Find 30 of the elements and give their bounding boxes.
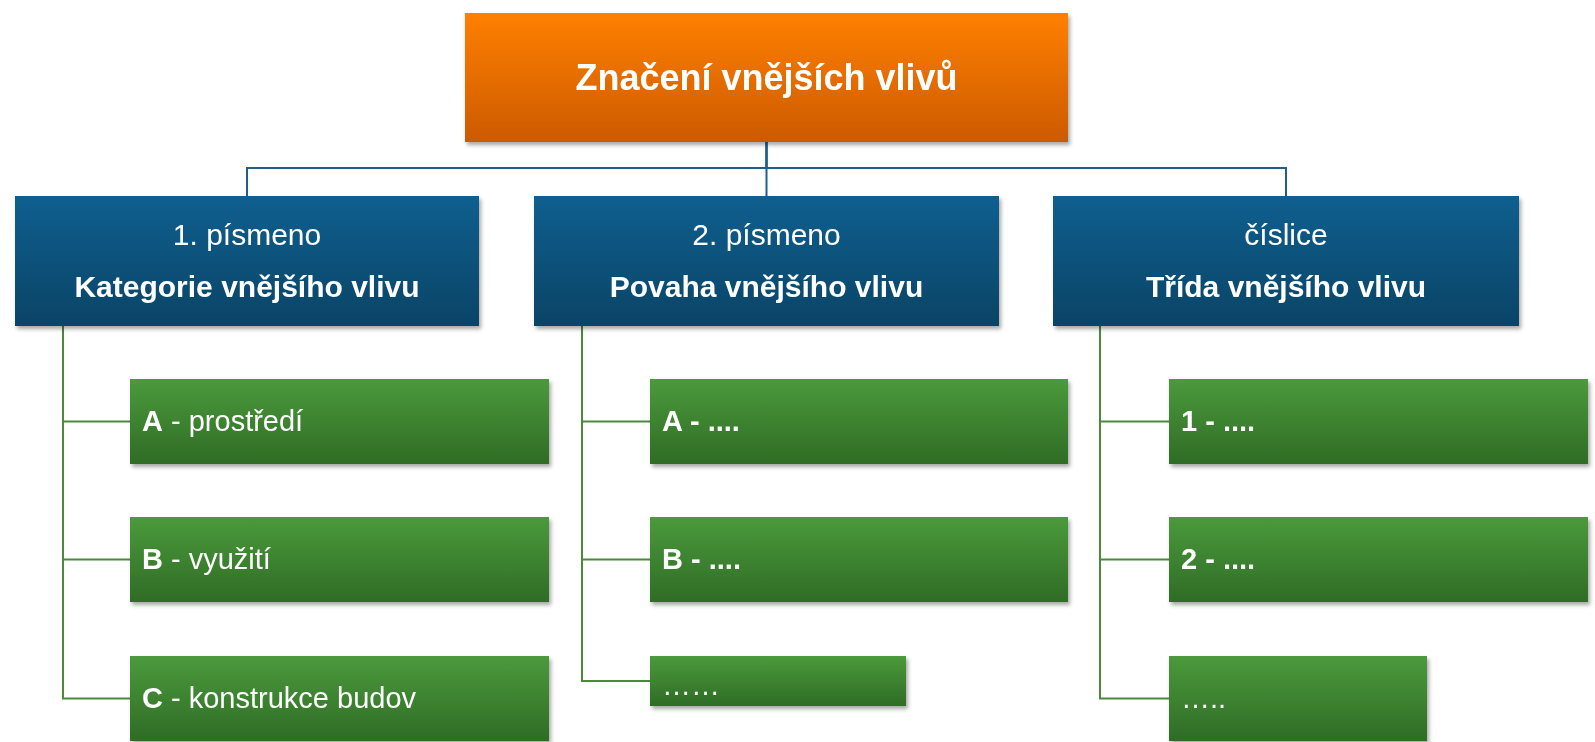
category-label: Kategorie vnějšího vlivu bbox=[74, 270, 420, 304]
position-label: 2. písmeno bbox=[692, 218, 841, 252]
box-label: A - prostředí bbox=[142, 405, 304, 438]
item-box bbox=[1169, 656, 1427, 741]
item-box bbox=[650, 379, 1068, 464]
item-box bbox=[130, 379, 549, 464]
item-box bbox=[130, 517, 549, 602]
box-label: …… bbox=[662, 669, 720, 702]
position-label: 1. písmeno bbox=[172, 218, 322, 252]
category-box bbox=[1053, 196, 1519, 326]
category-box bbox=[15, 196, 479, 326]
box-label: Značení vnějších vlivů bbox=[575, 56, 958, 99]
box-label: A - .... bbox=[662, 405, 740, 438]
box-label: B - využití bbox=[142, 543, 271, 576]
item-box bbox=[1169, 379, 1588, 464]
category-label: Povaha vnějšího vlivu bbox=[609, 270, 924, 304]
title-box bbox=[465, 13, 1068, 142]
box-label: 2 - .... bbox=[1181, 543, 1256, 576]
category-box bbox=[534, 196, 999, 326]
box-label: 1 - .... bbox=[1181, 405, 1256, 438]
item-box bbox=[650, 517, 1068, 602]
box-label: ….. bbox=[1181, 682, 1227, 715]
category-label: Třída vnějšího vlivu bbox=[1145, 270, 1427, 304]
box-label: B - .... bbox=[662, 543, 741, 576]
position-label: číslice bbox=[1244, 218, 1328, 252]
item-box bbox=[650, 656, 906, 706]
item-box bbox=[1169, 517, 1588, 602]
connector-line bbox=[765, 141, 1287, 197]
box-label: C - konstrukce budov bbox=[142, 682, 417, 715]
item-box bbox=[130, 656, 549, 741]
